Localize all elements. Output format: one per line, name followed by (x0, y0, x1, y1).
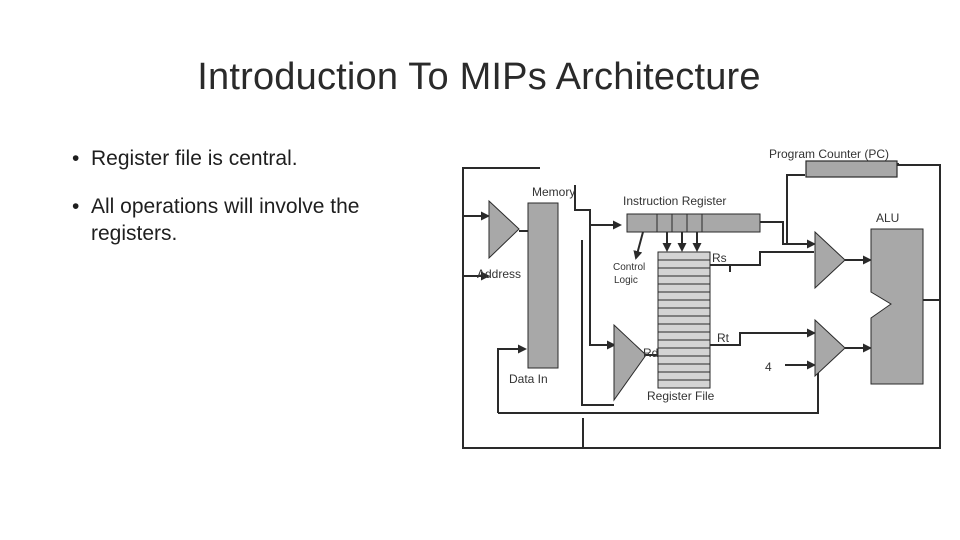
wire-rt-to-alu-b (710, 328, 816, 346)
label-rd: Rd (643, 346, 658, 360)
alu-block (870, 228, 924, 385)
slide-title: Introduction To MIPs Architecture (0, 56, 960, 99)
wire-ir-to-control (633, 231, 644, 260)
label-data-in: Data In (509, 372, 548, 386)
label-control-logic-line1: Control (613, 262, 645, 273)
datapath-wires (462, 163, 941, 449)
alu-mux-a (814, 230, 846, 290)
wire-rs-to-alu-a (730, 251, 814, 266)
bullet-item: Register file is central. (72, 145, 442, 172)
bullet-item: All operations will involve the register… (72, 193, 442, 247)
wire-memory-to-ir (574, 185, 622, 230)
label-instruction-register: Instruction Register (623, 194, 726, 208)
wire-pc-to-alu-mux (786, 174, 805, 244)
label-rs: Rs (712, 251, 727, 265)
label-register-file: Register File (647, 389, 715, 403)
label-control-logic-line2: Logic (614, 275, 638, 286)
label-alu: ALU (876, 211, 899, 225)
wire-rs-to-alu (710, 264, 731, 272)
address-mux (488, 199, 520, 260)
mips-datapath-diagram: Program Counter (PC) Memory Instruction … (462, 147, 941, 449)
wire-pc-to-address (897, 163, 941, 168)
label-rt: Rt (717, 331, 730, 345)
label-program-counter: Program Counter (PC) (769, 147, 889, 161)
label-memory: Memory (532, 185, 575, 199)
wire-data-in (497, 344, 527, 413)
program-counter-register (805, 160, 898, 178)
wire-memory-to-rd-mux (589, 225, 616, 350)
memory-block (527, 202, 559, 369)
wire-data-in-loop (498, 360, 819, 414)
register-file (657, 251, 711, 389)
wire-memory-lower (581, 240, 614, 406)
label-address: Address (477, 267, 521, 281)
bullet-list: Register file is central. All operations… (72, 145, 442, 247)
label-constant-four: 4 (765, 360, 772, 374)
wire-ir-to-alu-mux (760, 221, 816, 249)
alu-mux-b (814, 318, 846, 378)
instruction-register (626, 213, 761, 233)
wire-top-loop (462, 165, 941, 449)
slide-title-text: Introduction To MIPs Architecture (197, 56, 761, 98)
rd-mux (613, 323, 647, 402)
